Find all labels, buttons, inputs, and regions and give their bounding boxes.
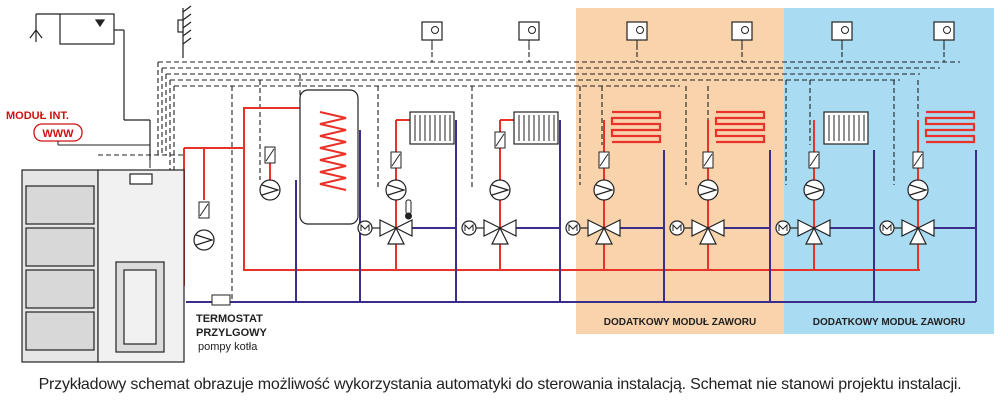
- pump-icon: [803, 179, 825, 201]
- expansion-tank-icon: [29, 13, 151, 160]
- heating-scheme-diagram: MODUŁ INT. WWW TERMOSTAT PRZYL: [6, 5, 994, 363]
- pump-icon: [489, 179, 511, 201]
- wall-mount-icon: [177, 5, 192, 58]
- room-thermostat-icon: [518, 21, 540, 51]
- temperature-sensor-icon: [405, 199, 412, 220]
- valve-module-orange-area: [576, 8, 784, 334]
- caption: Przykładowy schemat obrazuje możliwość w…: [38, 376, 962, 393]
- pipe-thermostat-icon: [211, 294, 231, 306]
- valve-module-blue-area: [784, 8, 994, 334]
- thermostat-label-1: TERMOSTAT: [196, 313, 263, 325]
- room-thermostat-icon: [421, 21, 443, 51]
- www-label: WWW: [42, 128, 74, 140]
- pump-icon: [697, 179, 719, 201]
- extra-valve-module-label: DODATKOWY MODUŁ ZAWORU: [604, 317, 756, 328]
- sensor-icon: [912, 151, 924, 169]
- pump-icon: [385, 179, 407, 201]
- radiator-icon: [513, 111, 559, 145]
- thermostat-label-2: PRZYLGOWY: [196, 327, 268, 339]
- sensor-icon: [264, 146, 276, 164]
- boiler-icon: [21, 169, 185, 363]
- pump-icon: [593, 179, 615, 201]
- mixing-valve-icon: [461, 219, 517, 245]
- return-pipes: [186, 120, 977, 303]
- sensor-icon: [198, 201, 210, 219]
- boiler-pump-icon: [193, 229, 215, 251]
- sensor-icon: [702, 151, 714, 169]
- sensor-icon: [808, 151, 820, 169]
- module-int-label: MODUŁ INT.: [6, 110, 69, 122]
- radiator-icon: [823, 111, 869, 145]
- mixing-valve-icon: [357, 219, 413, 245]
- pump-icon: [259, 179, 281, 201]
- extra-valve-module-label: DODATKOWY MODUŁ ZAWORU: [813, 317, 965, 328]
- internet-module: MODUŁ INT. WWW: [6, 110, 151, 168]
- thermostat-label-3: pompy kotła: [198, 341, 258, 353]
- sensor-icon: [598, 151, 610, 169]
- radiator-icon: [409, 111, 455, 145]
- pump-icon: [907, 179, 929, 201]
- sensor-icon: [494, 131, 506, 149]
- water-tank-icon: [299, 89, 359, 225]
- sensor-icon: [390, 151, 402, 169]
